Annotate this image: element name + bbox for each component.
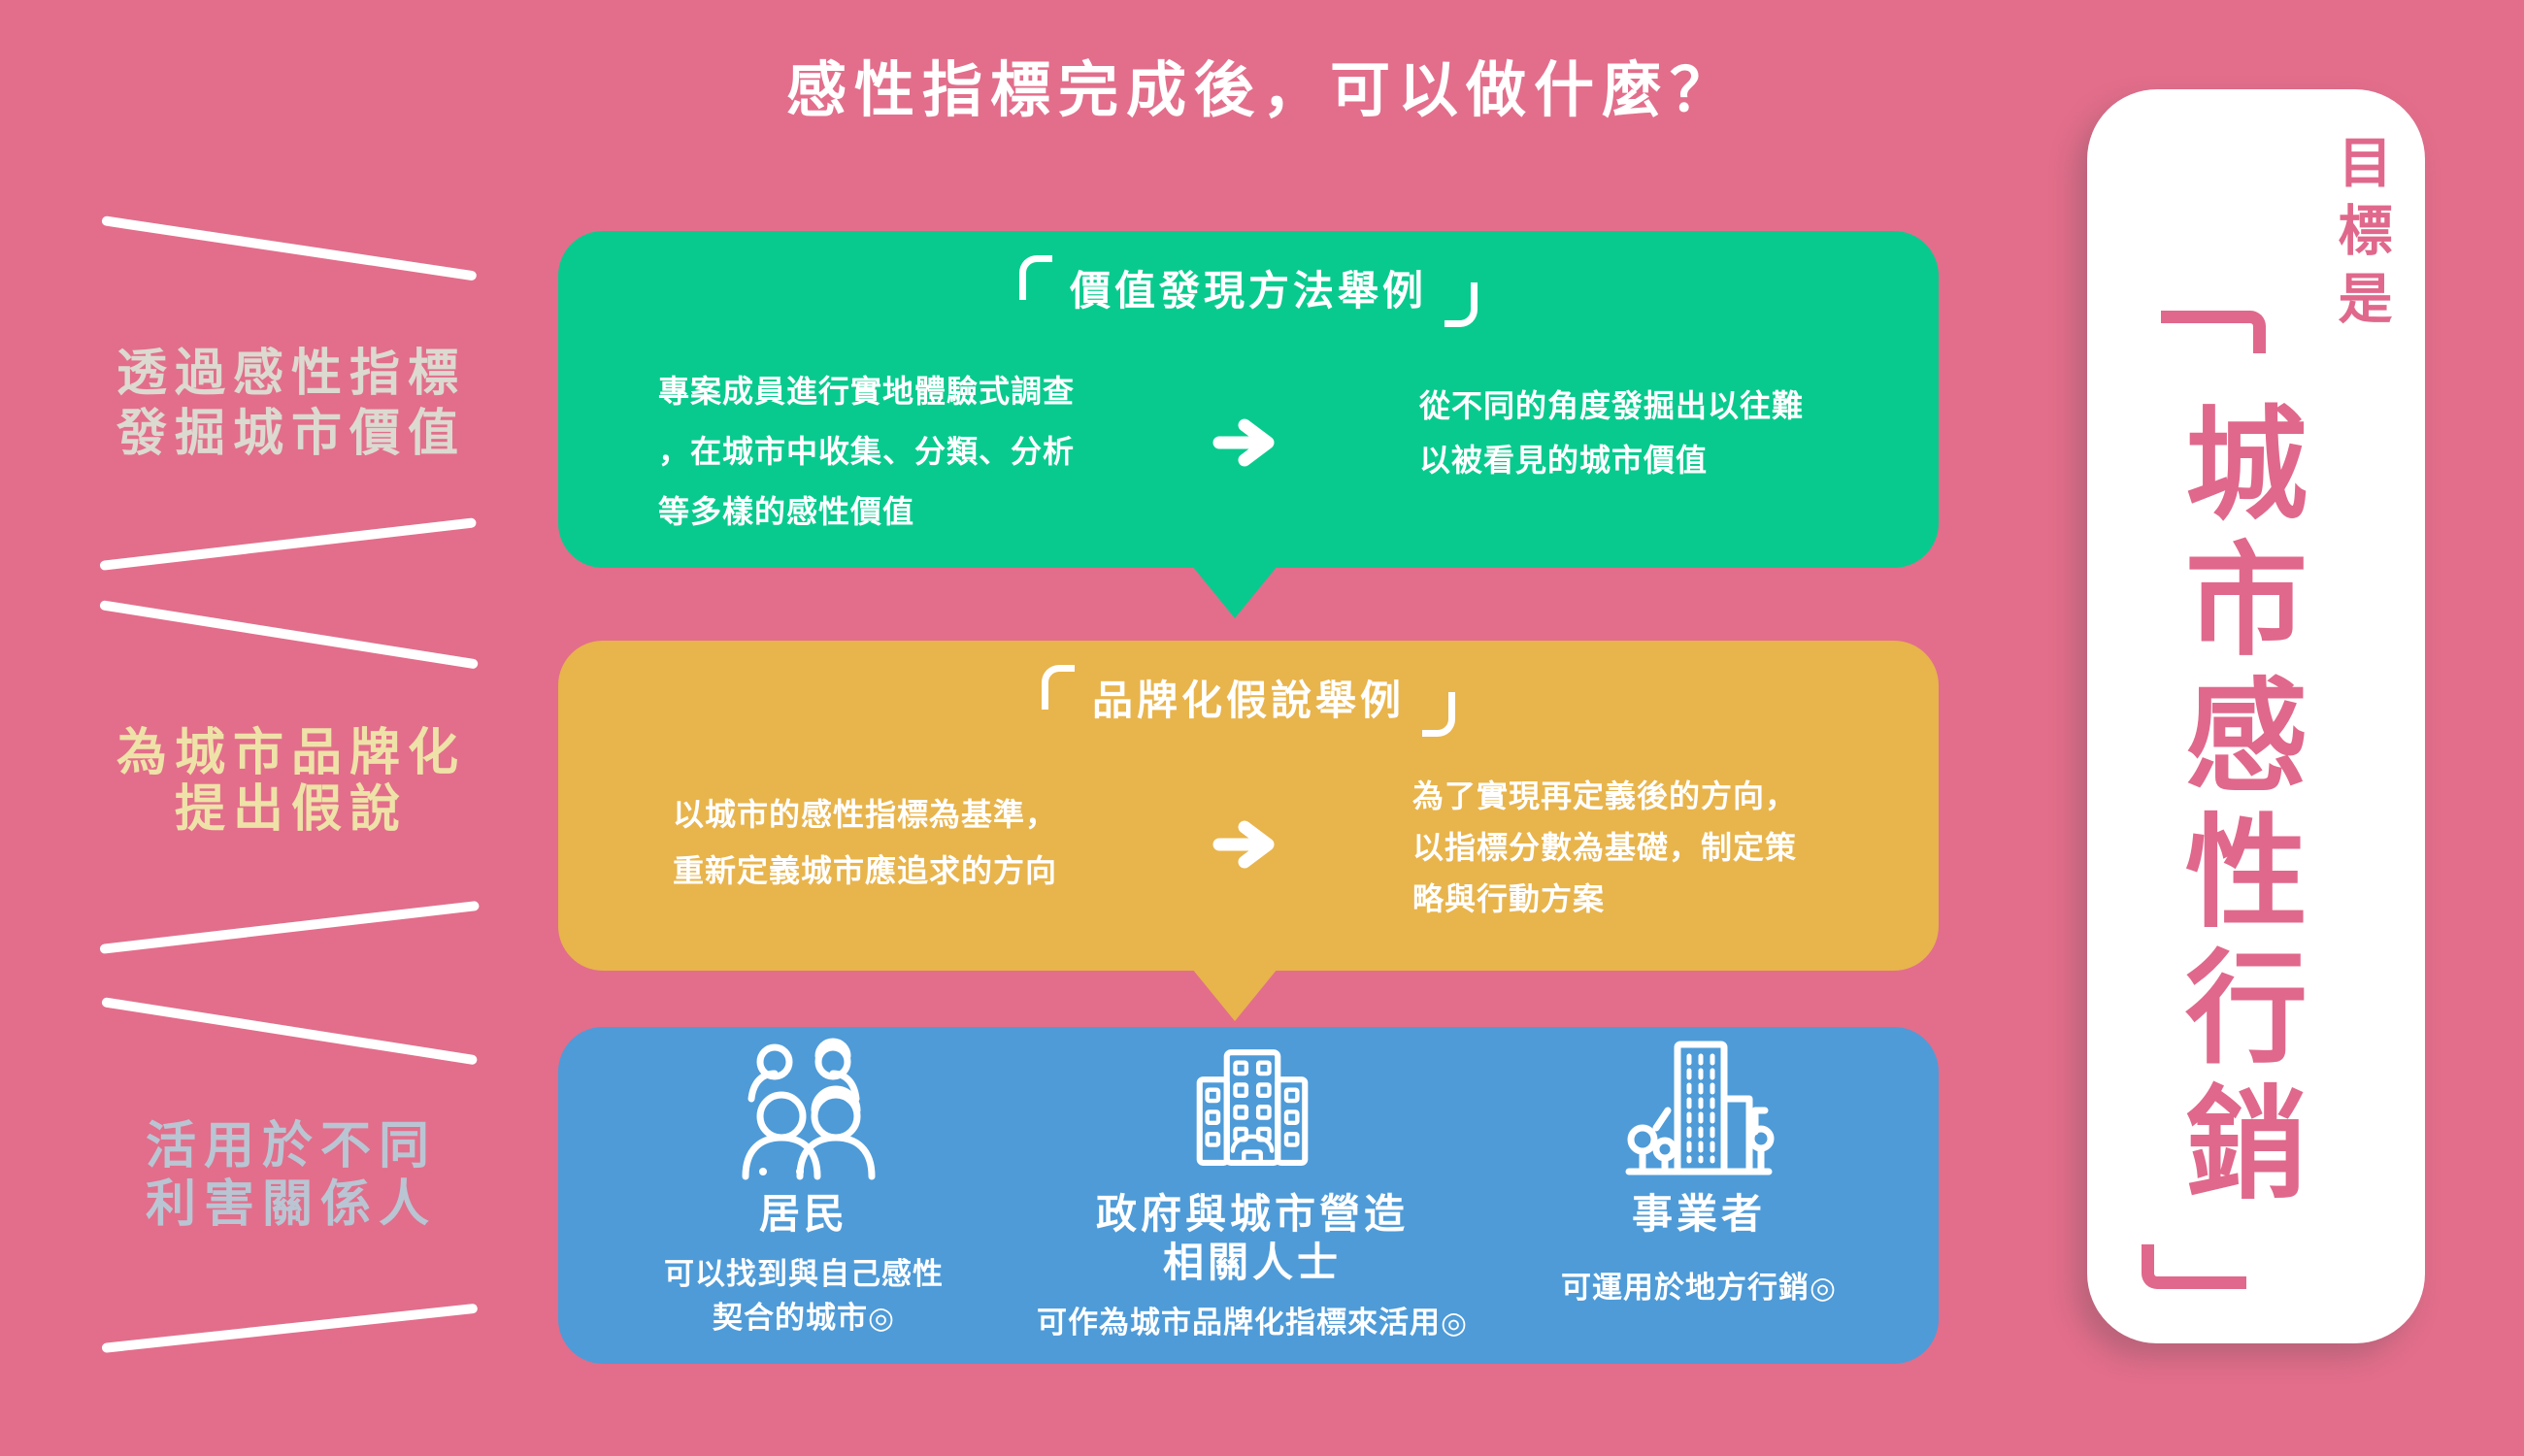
close-corner-bracket-icon bbox=[1445, 282, 1478, 327]
yellow-box-pointer bbox=[1192, 969, 1278, 1021]
stakeholder-desc: 可作為城市品牌化指標來活用◎ bbox=[1024, 1301, 1480, 1344]
green-box-pointer bbox=[1192, 566, 1278, 618]
value-discovery-box bbox=[558, 231, 1939, 568]
zigzag-line bbox=[101, 997, 479, 1066]
stakeholder-business: 事業者 可運用於地方行銷◎ bbox=[1510, 1035, 1888, 1309]
stakeholders-box bbox=[558, 1027, 1939, 1364]
text-line: 專案成員進行實地體驗式調查 bbox=[658, 374, 1076, 409]
sidebar-label-line: 為城市品牌化 bbox=[116, 725, 466, 781]
open-corner-bracket-icon bbox=[1018, 255, 1052, 300]
text-line: ，在城市中收集、分類、分析 bbox=[658, 434, 1076, 469]
goal-prefix-text: 目標是 bbox=[2331, 134, 2392, 338]
text-line: 政府與城市營造 bbox=[1095, 1191, 1409, 1237]
branding-title-row: 品牌化假說舉例 bbox=[558, 665, 1939, 737]
text-line: 以指標分數為基礎，制定策 bbox=[1412, 830, 1798, 865]
zigzag-line bbox=[99, 600, 479, 670]
value-discovery-title-row: 價值發現方法舉例 bbox=[558, 255, 1939, 327]
goal-panel bbox=[2087, 89, 2425, 1343]
text-line: 以城市的感性指標為基準， bbox=[673, 797, 1058, 832]
stakeholder-label: 政府與城市營造 相關人士 bbox=[1024, 1190, 1480, 1287]
text-line: 略與行動方案 bbox=[1412, 881, 1606, 916]
branding-title: 品牌化假說舉例 bbox=[1091, 678, 1405, 723]
stakeholder-label: 居民 bbox=[758, 1191, 848, 1237]
value-discovery-left-text: 專案成員進行實地體驗式調查 ，在城市中收集、分類、分析 等多樣的感性價值 bbox=[658, 361, 1075, 542]
text-line: 從不同的角度發掘出以往難 bbox=[1419, 388, 1805, 423]
right-arrow-icon bbox=[1210, 414, 1291, 472]
text-line: 為了實現再定義後的方向， bbox=[1412, 778, 1798, 813]
zigzag-line bbox=[101, 215, 478, 281]
sidebar-label-line: 利害關係人 bbox=[145, 1176, 437, 1233]
open-quote-bracket-icon bbox=[2161, 311, 2266, 353]
sidebar-label-line: 活用於不同 bbox=[145, 1118, 437, 1175]
branding-hypothesis-box bbox=[558, 641, 1939, 971]
right-arrow-icon bbox=[1210, 815, 1291, 874]
sidebar-label-line: 發掘城市價值 bbox=[116, 406, 466, 462]
sidebar-label-line: 提出假說 bbox=[174, 781, 408, 838]
goal-main-text: 城市感性行銷 bbox=[2168, 400, 2305, 1215]
open-corner-bracket-icon bbox=[1041, 665, 1075, 710]
text-line: 可以找到與自己感性 bbox=[664, 1257, 944, 1291]
value-discovery-right-text: 從不同的角度發掘出以往難 以被看見的城市價值 bbox=[1419, 379, 1804, 487]
stakeholder-desc: 可以找到與自己感性 契合的城市◎ bbox=[631, 1252, 977, 1340]
text-line: 可作為城市品牌化指標來活用◎ bbox=[1036, 1306, 1469, 1340]
residents-people-icon bbox=[742, 1038, 876, 1180]
sidebar-label-discover-value: 透過感性指標 發掘城市價值 bbox=[39, 344, 544, 464]
zigzag-line bbox=[99, 517, 477, 571]
zigzag-line bbox=[99, 900, 480, 954]
zigzag-line bbox=[101, 1303, 479, 1353]
office-buildings-icon bbox=[1625, 1041, 1775, 1175]
close-quote-bracket-icon bbox=[2142, 1244, 2246, 1289]
text-line: 可運用於地方行銷◎ bbox=[1560, 1271, 1838, 1305]
branding-right-text: 為了實現再定義後的方向， 以指標分數為基礎，制定策 略與行動方案 bbox=[1412, 771, 1797, 925]
sidebar-label-stakeholders: 活用於不同 利害關係人 bbox=[39, 1117, 544, 1234]
text-line: 以被看見的城市價值 bbox=[1419, 443, 1709, 478]
stakeholder-government: 政府與城市營造 相關人士 可作為城市品牌化指標來活用◎ bbox=[1024, 1035, 1480, 1344]
text-line: 契合的城市◎ bbox=[712, 1301, 896, 1335]
text-line: 等多樣的感性價值 bbox=[658, 494, 915, 529]
page-title: 感性指標完成後，可以做什麼？ bbox=[785, 57, 1738, 124]
stakeholder-label: 事業者 bbox=[1631, 1191, 1766, 1237]
sidebar-label-branding-hypothesis: 為城市品牌化 提出假說 bbox=[39, 725, 544, 838]
stakeholder-residents: 居民 可以找到與自己感性 契合的城市◎ bbox=[631, 1035, 977, 1340]
branding-left-text: 以城市的感性指標為基準， 重新定義城市應追求的方向 bbox=[673, 786, 1057, 899]
text-line: 重新定義城市應追求的方向 bbox=[673, 853, 1058, 888]
sidebar-label-line: 透過感性指標 bbox=[116, 346, 466, 402]
stakeholder-desc: 可運用於地方行銷◎ bbox=[1510, 1266, 1888, 1309]
close-corner-bracket-icon bbox=[1422, 692, 1455, 737]
text-line: 相關人士 bbox=[1162, 1240, 1342, 1285]
government-building-icon bbox=[1196, 1049, 1309, 1166]
value-discovery-title: 價值發現方法舉例 bbox=[1069, 268, 1427, 314]
